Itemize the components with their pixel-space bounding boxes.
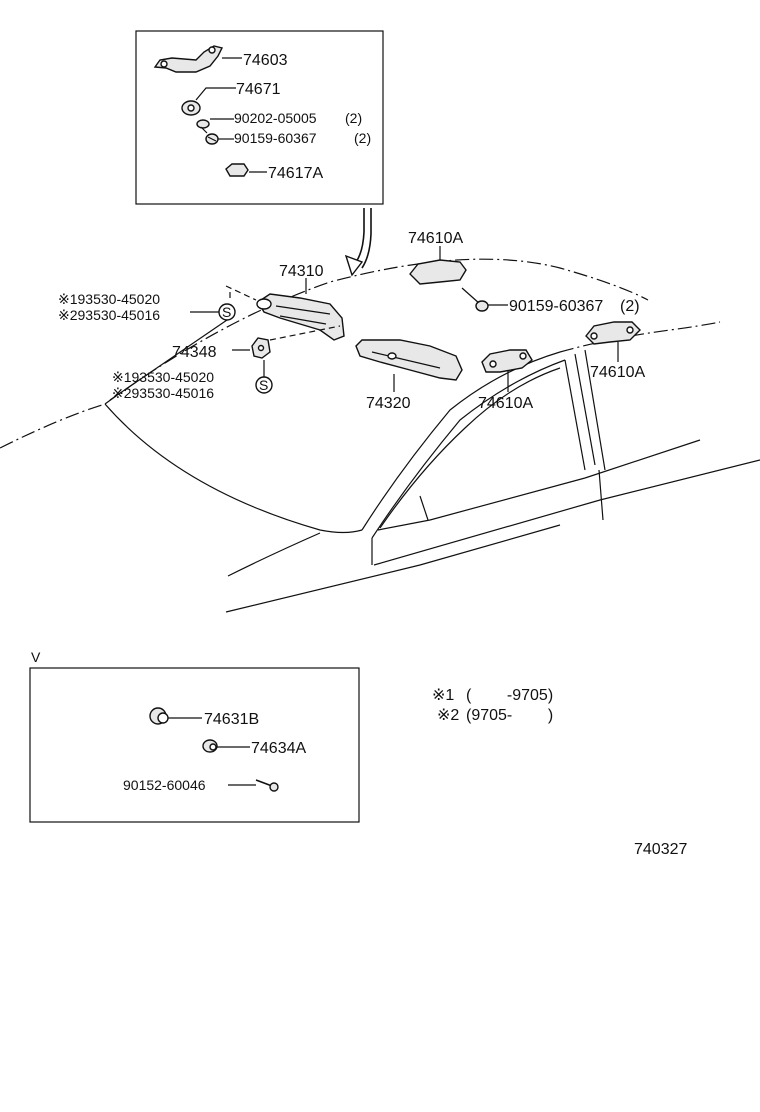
section-mark: V bbox=[31, 649, 41, 665]
assist-grip-74610A-top-icon bbox=[409, 259, 467, 285]
label-74610A-mid: 74610A bbox=[478, 395, 533, 412]
label-74610A-top: 74610A bbox=[408, 230, 463, 247]
label-74631B: 74631B bbox=[204, 711, 259, 728]
car-body-outline bbox=[0, 258, 760, 613]
qty-90159-main: (2) bbox=[620, 298, 640, 315]
label-90202-05005: 90202-05005 bbox=[234, 110, 317, 126]
clip-74634A-icon bbox=[202, 739, 218, 753]
note-1-mark: ※1 bbox=[432, 687, 454, 704]
label-74320: 74320 bbox=[366, 395, 411, 412]
inset-box-top bbox=[135, 30, 384, 205]
label-74348: 74348 bbox=[172, 344, 217, 361]
diagram-number: 740327 bbox=[634, 841, 687, 858]
callout-b2: ※293530-45016 bbox=[112, 385, 214, 401]
label-90152-60046: 90152-60046 bbox=[123, 777, 206, 793]
qty-90159-inset: (2) bbox=[354, 130, 371, 146]
assist-grip-74603-icon bbox=[153, 45, 224, 73]
note-2-text: (9705- ) bbox=[466, 707, 553, 724]
label-74634A: 74634A bbox=[251, 740, 306, 757]
callout-a2: ※293530-45016 bbox=[58, 307, 160, 323]
label-90159-60367-main: 90159-60367 bbox=[509, 298, 603, 315]
svg-text:S: S bbox=[259, 377, 268, 393]
label-74671: 74671 bbox=[236, 81, 281, 98]
screw-90152-icon bbox=[255, 779, 279, 792]
s-symbol-bottom: S bbox=[255, 376, 273, 394]
assist-grip-74610A-mid-icon bbox=[481, 349, 533, 373]
inset-box-bottom bbox=[29, 667, 360, 823]
holder-74348-icon bbox=[251, 337, 271, 359]
label-74617A: 74617A bbox=[268, 165, 323, 182]
pointer-arrow-icon bbox=[344, 208, 372, 277]
sunvisor-74320-icon bbox=[355, 339, 463, 381]
assist-grip-74610A-right-icon bbox=[585, 321, 641, 345]
note-2-mark: ※2 bbox=[437, 707, 459, 724]
svg-text:S: S bbox=[222, 304, 231, 320]
qty-90202: (2) bbox=[345, 110, 362, 126]
label-90159-60367-inset: 90159-60367 bbox=[234, 130, 317, 146]
washer-90202-icon bbox=[196, 119, 210, 129]
callout-b1: ※193530-45020 bbox=[112, 369, 214, 385]
clip-74631B-icon bbox=[149, 707, 169, 725]
callout-a1: ※193530-45020 bbox=[58, 291, 160, 307]
note-1-text: ( -9705) bbox=[466, 687, 553, 704]
cap-74617A-icon bbox=[225, 163, 249, 177]
screw-90159-main-icon bbox=[461, 287, 489, 312]
bracket-74671-icon bbox=[181, 100, 201, 116]
label-74610A-right: 74610A bbox=[590, 364, 645, 381]
label-74603: 74603 bbox=[243, 52, 288, 69]
sunvisor-74310-icon bbox=[256, 293, 345, 341]
s-symbol-top: S bbox=[218, 303, 236, 321]
label-74310: 74310 bbox=[279, 263, 324, 280]
screw-90159-inset-icon bbox=[200, 126, 219, 145]
